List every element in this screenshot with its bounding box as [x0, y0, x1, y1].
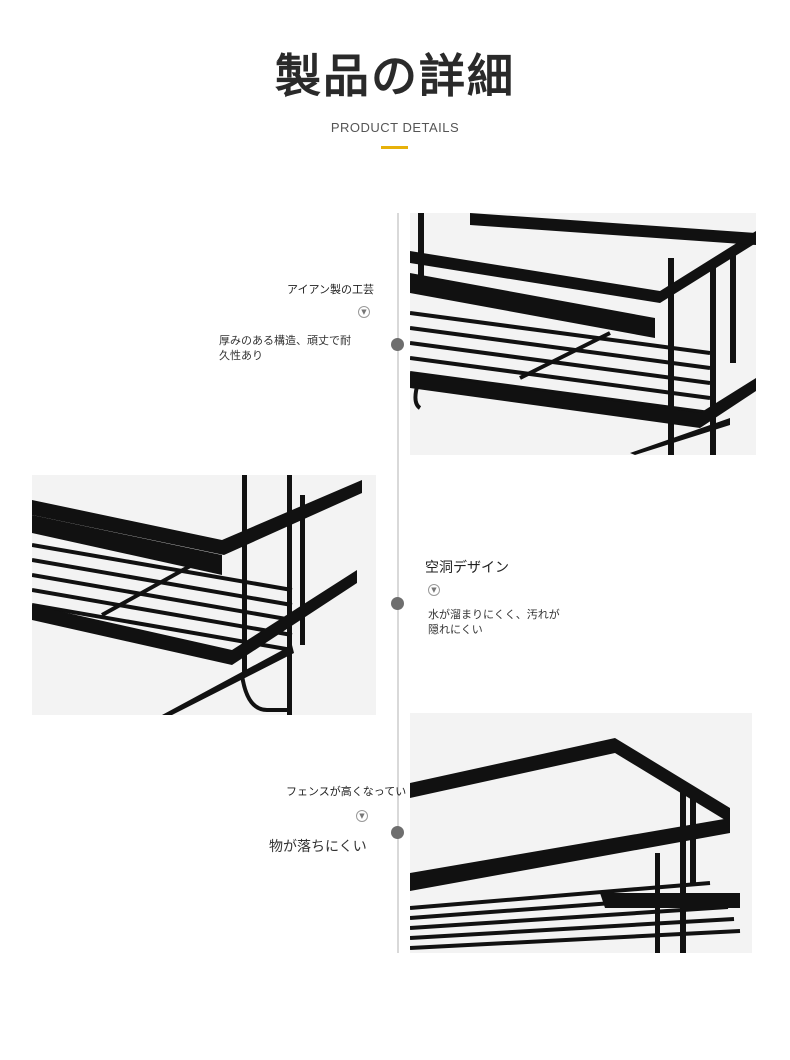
rack-image-3 [410, 713, 752, 953]
feature-2-title: 空洞デザイン [425, 560, 509, 576]
timeline-dot-1 [391, 338, 404, 351]
timeline-dot-3 [391, 826, 404, 839]
rack-photo-3 [410, 713, 752, 953]
feature-2-description: 水が溜まりにくく、汚れが 隠れにくい [428, 607, 608, 637]
page-subtitle: PRODUCT DETAILS [330, 120, 460, 135]
rack-image-1 [410, 213, 756, 455]
rack-photo-1 [410, 213, 756, 455]
feature-2-description-line-2: 隠れにくい [428, 623, 483, 636]
chevron-down-circle-icon: ▼ [428, 584, 440, 596]
chevron-down-circle-icon: ▼ [356, 810, 368, 822]
feature-1-description: 厚みのある構造、頑丈で耐 久性あり [219, 333, 379, 363]
accent-underline [381, 146, 408, 149]
feature-2-description-line-1: 水が溜まりにくく、汚れが [428, 608, 560, 621]
feature-1-description-line-1: 厚みのある構造、頑丈で耐 [219, 334, 351, 347]
feature-1-title: アイアン製の工芸 [287, 283, 375, 296]
feature-3-title: フェンスが高くなってい [286, 785, 407, 798]
chevron-down-circle-icon: ▼ [358, 306, 370, 318]
feature-1-description-line-2: 久性あり [219, 349, 263, 362]
timeline-dot-2 [391, 597, 404, 610]
rack-photo-2 [32, 475, 376, 715]
page-title: 製品の詳細 [275, 49, 515, 103]
timeline-line [397, 213, 399, 953]
feature-3-description: 物が落ちにくい [269, 839, 367, 855]
rack-image-2 [32, 475, 376, 715]
